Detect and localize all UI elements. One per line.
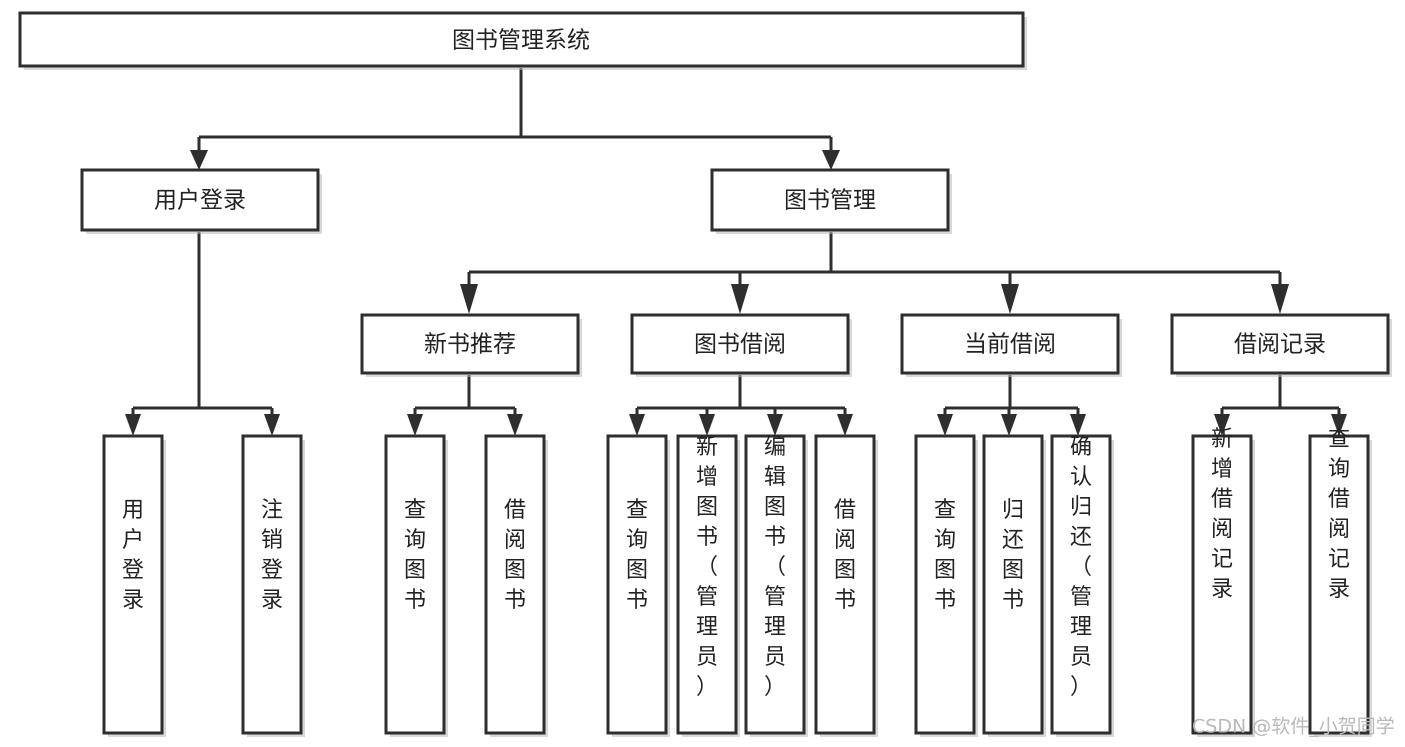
node-book-manage-box[interactable] — [710, 168, 950, 232]
arrow-head-leaf-current-borrow-3 — [1070, 414, 1086, 436]
arrow-head-user-login — [190, 150, 208, 170]
leaf-book-borrow-2-label: 新增图书（管理员） — [696, 435, 718, 700]
leaf-book-borrow-3-label: 编辑图书（管理员） — [764, 435, 786, 700]
leaf-current-borrow-3[interactable]: 确认归还（管理员） — [1050, 434, 1114, 737]
leaf-book-borrow-1-box[interactable] — [606, 434, 668, 735]
leaf-user-login-1-box[interactable] — [102, 434, 164, 735]
leaf-user-login-1-label: 用户登录 — [122, 498, 144, 613]
leaf-new-book-1[interactable]: 查询图书 — [384, 434, 448, 737]
leaf-borrow-record-1[interactable]: 新增借阅记录 — [1191, 427, 1255, 737]
arrow-head-new-book-recommend — [460, 284, 478, 314]
node-book-manage-label: 图书管理 — [784, 188, 876, 214]
arrow-head-current-borrow — [1001, 284, 1019, 314]
node-user-login-label: 用户登录 — [154, 188, 246, 214]
leaf-current-borrow-3-label: 确认归还（管理员） — [1070, 435, 1092, 700]
leaf-new-book-1-label: 查询图书 — [404, 498, 426, 613]
arrow-head-book-borrow — [731, 284, 749, 314]
leaf-current-borrow-2-label: 归还图书 — [1002, 498, 1024, 613]
leaf-book-borrow-4[interactable]: 借阅图书 — [814, 434, 878, 737]
leaf-borrow-record-1-label: 新增借阅记录 — [1211, 427, 1233, 602]
leaf-book-borrow-3[interactable]: 编辑图书（管理员） — [744, 434, 808, 737]
node-current-borrow-box[interactable] — [900, 313, 1120, 375]
leaf-current-borrow-1-label: 查询图书 — [934, 498, 956, 613]
leaf-new-book-1-box[interactable] — [384, 434, 446, 735]
node-current-borrow-label: 当前借阅 — [964, 332, 1056, 358]
arrow-head-book-manage — [822, 150, 840, 170]
leaf-user-login-2-label: 注销登录 — [261, 498, 283, 613]
arrow-head-leaf-borrow-record-2 — [1331, 414, 1347, 436]
node-root-label: 图书管理系统 — [452, 28, 590, 54]
leaf-current-borrow-3-box[interactable] — [1050, 434, 1112, 735]
leaf-current-borrow-1-box[interactable] — [914, 434, 976, 735]
leaf-new-book-2[interactable]: 借阅图书 — [484, 434, 548, 737]
connector-layer — [125, 68, 1347, 436]
node-borrow-record-label: 借阅记录 — [1234, 332, 1326, 358]
leaf-book-borrow-4-label: 借阅图书 — [834, 498, 856, 613]
arrow-head-leaf-book-borrow-3 — [767, 414, 783, 436]
leaf-borrow-record-2-label: 查询借阅记录 — [1328, 427, 1350, 602]
node-new-book-recommend[interactable]: 新书推荐 — [360, 313, 582, 377]
node-root[interactable]: 图书管理系统 — [18, 11, 1027, 70]
csdn-watermark: CSDN @软件_小贺同学 — [1192, 716, 1395, 738]
leaf-new-book-2-label: 借阅图书 — [504, 498, 526, 613]
node-borrow-record[interactable]: 借阅记录 — [1170, 313, 1392, 377]
arrow-head-leaf-user-login-2 — [264, 414, 280, 436]
leaf-book-borrow-4-box[interactable] — [814, 434, 876, 735]
leaf-borrow-record-2[interactable]: 查询借阅记录 — [1308, 427, 1372, 737]
arrow-head-leaf-user-login-1 — [125, 414, 141, 436]
leaf-current-borrow-2[interactable]: 归还图书 — [982, 434, 1046, 737]
leaf-current-borrow-1[interactable]: 查询图书 — [914, 434, 978, 737]
leaf-user-login-1[interactable]: 用户登录 — [102, 434, 166, 737]
leaf-book-borrow-2-box[interactable] — [676, 434, 738, 735]
arrow-head-leaf-book-borrow-4 — [837, 414, 853, 436]
node-user-login-box[interactable] — [80, 168, 320, 232]
arrow-head-leaf-new-book-2 — [507, 414, 523, 436]
node-current-borrow[interactable]: 当前借阅 — [900, 313, 1122, 377]
arrow-head-borrow-record — [1271, 284, 1289, 314]
arrow-head-leaf-book-borrow-1 — [629, 414, 645, 436]
arrow-head-leaf-current-borrow-1 — [937, 414, 953, 436]
node-root-box[interactable] — [18, 11, 1025, 68]
leaf-new-book-2-box[interactable] — [484, 434, 546, 735]
node-borrow-record-box[interactable] — [1170, 313, 1390, 375]
node-user-login[interactable]: 用户登录 — [80, 168, 322, 234]
node-new-book-recommend-label: 新书推荐 — [424, 332, 516, 358]
leaf-borrow-record-1-box[interactable] — [1191, 434, 1253, 735]
node-book-borrow-box[interactable] — [630, 313, 850, 375]
arrow-head-leaf-borrow-record-1 — [1214, 414, 1230, 436]
arrow-head-leaf-new-book-1 — [407, 414, 423, 436]
node-book-borrow[interactable]: 图书借阅 — [630, 313, 852, 377]
node-book-manage[interactable]: 图书管理 — [710, 168, 952, 234]
leaf-book-borrow-3-box[interactable] — [744, 434, 806, 735]
leaf-book-borrow-2[interactable]: 新增图书（管理员） — [676, 434, 740, 737]
leaf-borrow-record-2-box[interactable] — [1308, 434, 1370, 735]
node-book-borrow-label: 图书借阅 — [694, 332, 786, 358]
leaf-user-login-2-box[interactable] — [241, 434, 303, 735]
leaf-book-borrow-1-label: 查询图书 — [626, 498, 648, 613]
leaf-current-borrow-2-box[interactable] — [982, 434, 1044, 735]
leaf-book-borrow-1[interactable]: 查询图书 — [606, 434, 670, 737]
arrow-head-leaf-book-borrow-2 — [699, 414, 715, 436]
arrow-head-leaf-current-borrow-2 — [1001, 414, 1017, 436]
leaf-user-login-2[interactable]: 注销登录 — [241, 434, 305, 737]
node-new-book-recommend-box[interactable] — [360, 313, 580, 375]
